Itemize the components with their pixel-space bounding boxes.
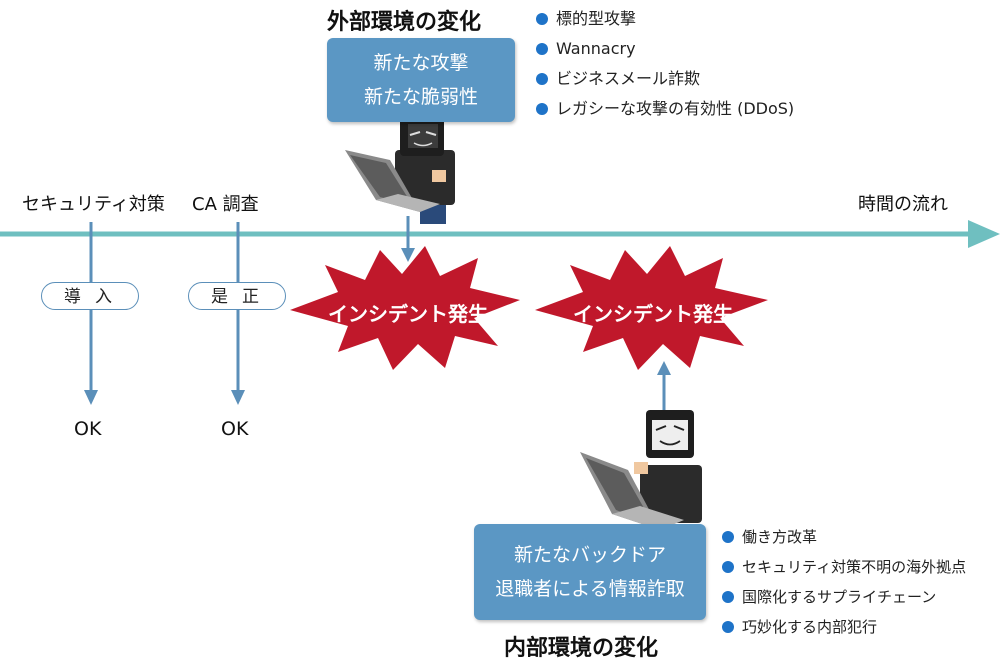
bullet-dot-icon — [722, 561, 734, 573]
external-bullet-list: 標的型攻撃 Wannacry ビジネスメール詐欺 レガシーな攻撃の有効性 (DD… — [536, 4, 794, 124]
bullet-dot-icon — [536, 13, 548, 25]
external-hacker-illustration — [345, 112, 455, 224]
list-item: Wannacry — [536, 34, 794, 64]
bullet-dot-icon — [722, 531, 734, 543]
bullet-dot-icon — [536, 73, 548, 85]
internal-hacker-illustration — [580, 410, 702, 530]
timeline-arrowhead — [968, 220, 1000, 248]
bullet-dot-icon — [536, 43, 548, 55]
correction-result: OK — [221, 418, 249, 440]
internal-heading: 内部環境の変化 — [504, 636, 659, 661]
list-item: レガシーな攻撃の有効性 (DDoS) — [536, 94, 794, 124]
introduction-pill: 導入 — [41, 282, 139, 310]
external-box-line-1: 新たな攻撃 — [373, 52, 469, 74]
bullet-dot-icon — [722, 591, 734, 603]
incident-label-1: インシデント発生 — [328, 302, 488, 326]
list-item: 国際化するサプライチェーン — [722, 582, 966, 612]
ca-survey-label: CA 調査 — [192, 194, 259, 215]
bullet-dot-icon — [722, 621, 734, 633]
security-measure-label: セキュリティ対策 — [22, 194, 165, 215]
incident-burst-2 — [535, 246, 768, 370]
list-item: 巧妙化する内部犯行 — [722, 612, 966, 642]
list-item: ビジネスメール詐欺 — [536, 64, 794, 94]
security-measure-arrowhead — [84, 390, 98, 405]
internal-box: 新たなバックドア 退職者による情報詐取 — [474, 524, 706, 620]
external-heading: 外部環境の変化 — [327, 10, 482, 35]
time-flow-label: 時間の流れ — [858, 194, 948, 215]
list-item: 標的型攻撃 — [536, 4, 794, 34]
introduction-result: OK — [74, 418, 102, 440]
external-box: 新たな攻撃 新たな脆弱性 — [327, 38, 515, 122]
ca-survey-arrowhead — [231, 390, 245, 405]
list-item: セキュリティ対策不明の海外拠点 — [722, 552, 966, 582]
internal-box-line-2: 退職者による情報詐取 — [495, 578, 685, 600]
incident-burst-1 — [290, 246, 520, 370]
correction-pill: 是正 — [188, 282, 286, 310]
internal-box-line-1: 新たなバックドア — [513, 544, 666, 566]
external-box-line-2: 新たな脆弱性 — [363, 86, 478, 108]
incident-label-2: インシデント発生 — [573, 302, 733, 326]
bullet-dot-icon — [536, 103, 548, 115]
internal-bullet-list: 働き方改革 セキュリティ対策不明の海外拠点 国際化するサプライチェーン 巧妙化す… — [722, 522, 966, 642]
list-item: 働き方改革 — [722, 522, 966, 552]
external-attack-arrowhead — [401, 248, 415, 262]
internal-attack-arrowhead — [657, 361, 671, 375]
